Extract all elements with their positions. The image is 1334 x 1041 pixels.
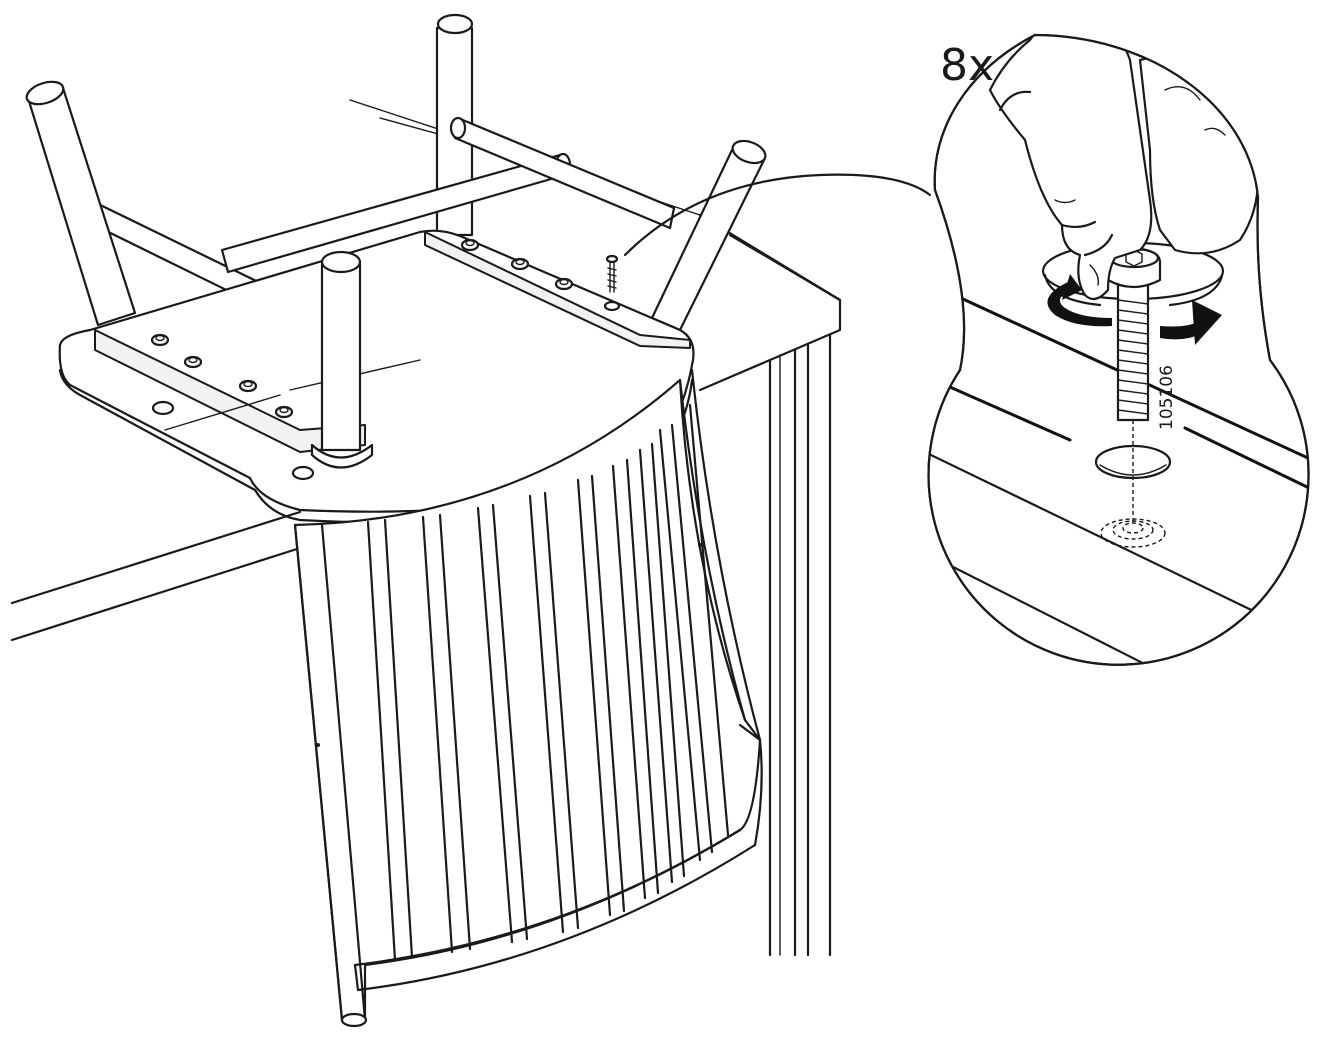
nut [238, 379, 258, 393]
nut [274, 405, 294, 419]
table [10, 99, 842, 957]
seat-hole [151, 400, 175, 416]
nuts-right-rail [460, 238, 574, 291]
detail-bubble [927, 33, 1310, 666]
rotate-clockwise-arrows [1047, 274, 1222, 345]
nut [460, 238, 480, 252]
chair-back [293, 368, 763, 1028]
seat-hole [291, 465, 315, 481]
callout-connector [623, 173, 932, 257]
nut [510, 257, 530, 271]
nut [183, 355, 203, 369]
chair-leg-front-left [25, 80, 137, 327]
screw-small [603, 254, 621, 312]
chair-leg-back-right [650, 139, 767, 332]
nuts-left-rail [150, 333, 294, 419]
part-number-label: 105106 [1157, 365, 1177, 430]
chair [25, 13, 767, 1028]
nut [554, 277, 574, 291]
quantity-label: 8x [940, 40, 994, 91]
nut [150, 333, 170, 347]
bolt [1106, 246, 1162, 422]
chair-leg-front-right [310, 250, 374, 469]
